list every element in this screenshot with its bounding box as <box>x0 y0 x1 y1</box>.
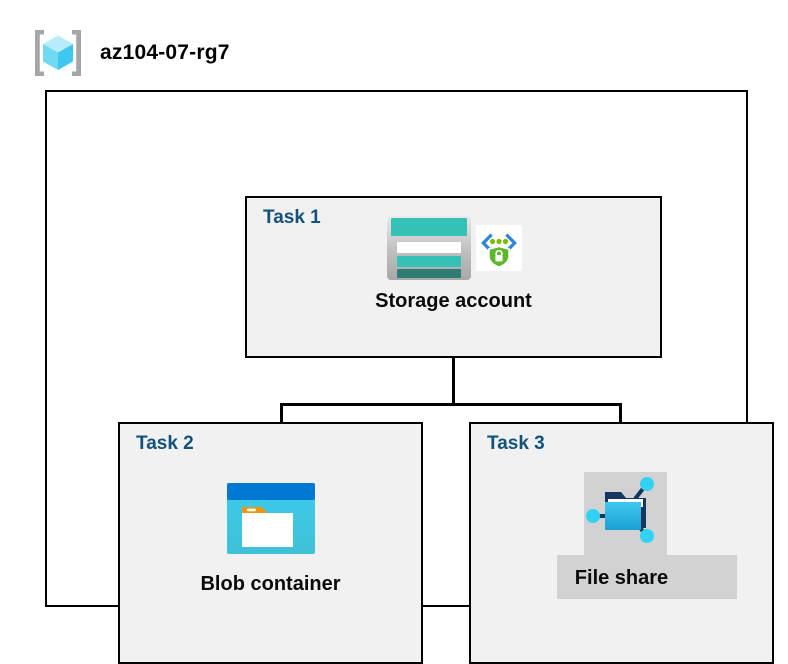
secure-endpoint-shield-icon <box>475 225 522 271</box>
task-panel-1[interactable]: Task 1 <box>245 196 662 358</box>
storage-account-caption: Storage account <box>375 290 532 312</box>
resource-group-boundary: Task 1 <box>45 90 774 664</box>
resource-group-cube-icon <box>30 27 86 79</box>
task-2-label: Task 2 <box>136 433 194 454</box>
connector-horizontal-bus <box>280 403 622 406</box>
connector-trunk-task1 <box>452 358 455 405</box>
blob-container-icon <box>226 482 316 555</box>
task-1-label: Task 1 <box>263 207 321 228</box>
node-file-share[interactable]: File share <box>471 472 772 590</box>
resource-group-header: az104-07-rg7 <box>30 27 230 79</box>
task-3-label: Task 3 <box>487 433 545 454</box>
task-panel-3[interactable]: Task 3 <box>469 422 774 664</box>
file-share-icon <box>583 472 661 545</box>
storage-account-icon-row <box>386 212 522 284</box>
file-share-caption: File share <box>574 567 669 589</box>
node-storage-account[interactable]: Storage account <box>247 212 660 313</box>
resource-group-name: az104-07-rg7 <box>100 41 230 64</box>
storage-account-icon <box>386 215 472 281</box>
task-panel-2[interactable]: Task 2 <box>118 422 423 664</box>
file-share-caption-highlight <box>557 555 737 599</box>
blob-container-caption: Blob container <box>200 573 341 595</box>
node-blob-container[interactable]: Blob container <box>120 482 421 596</box>
